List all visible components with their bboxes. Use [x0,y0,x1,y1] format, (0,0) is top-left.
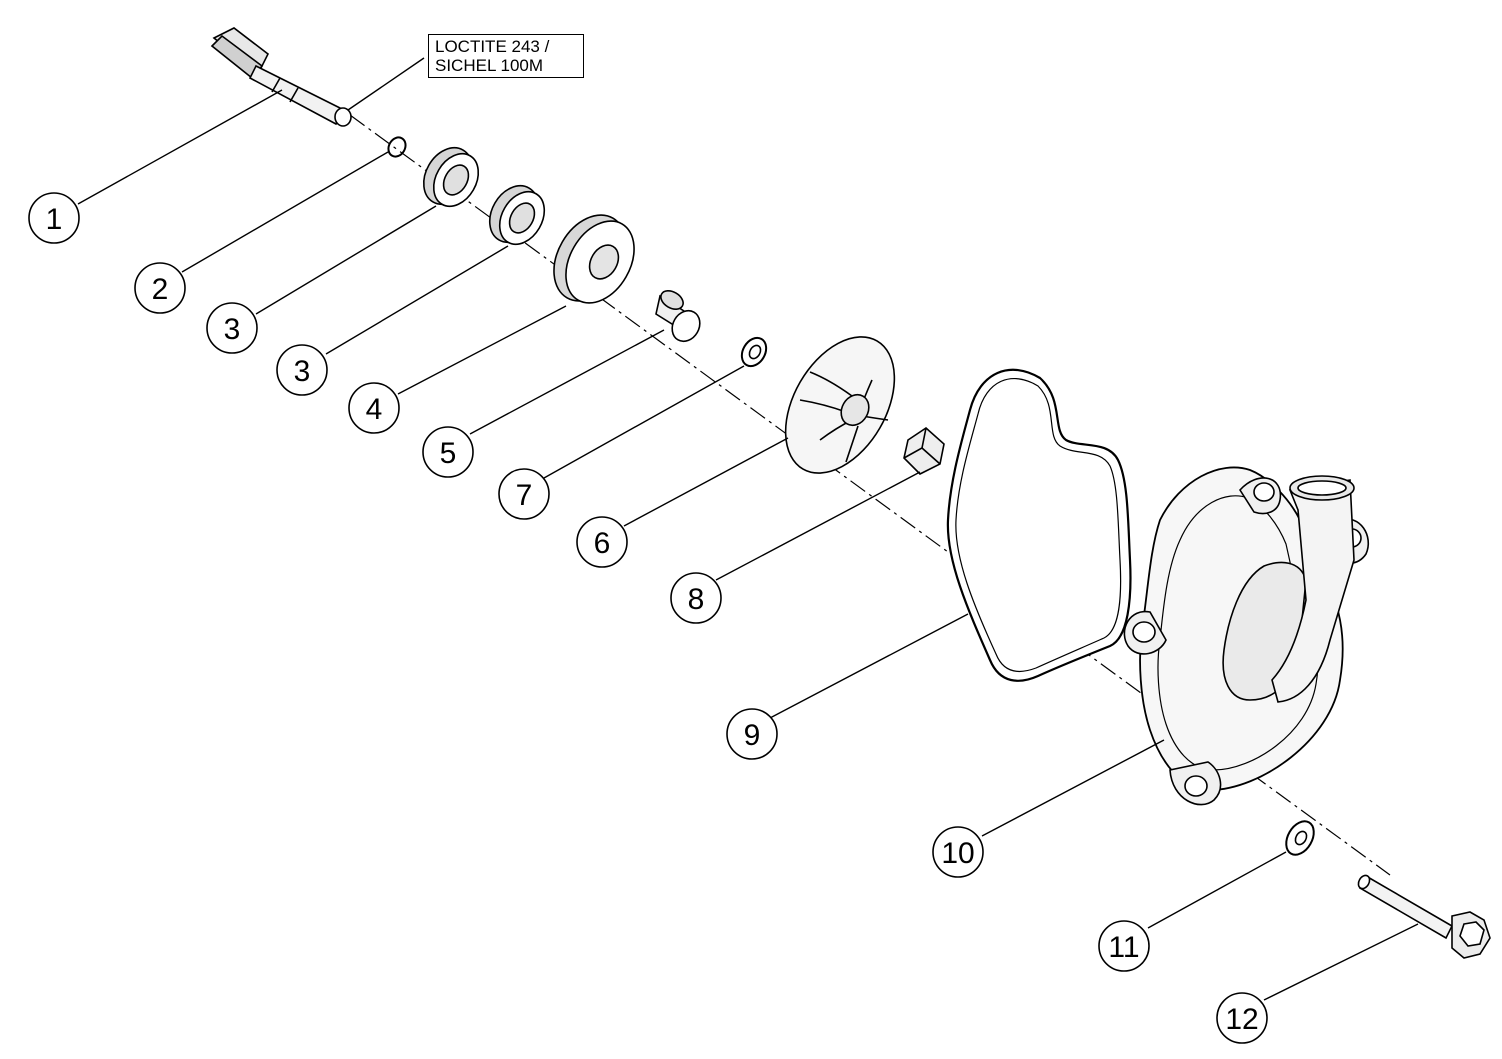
part-cap-nut [903,426,945,475]
svg-text:7: 7 [516,479,533,512]
callout-8: 8 [670,572,722,624]
svg-text:12: 12 [1225,1003,1258,1036]
threadlocker-note-line1: LOCTITE 243 / [435,37,550,56]
svg-text:3: 3 [294,355,311,388]
part-impeller [784,336,896,474]
callout-3a: 3 [206,302,258,354]
part-pump-cover [1123,466,1370,806]
part-gasket [946,368,1132,682]
part-bolt [1357,874,1491,959]
callout-12: 12 [1216,992,1268,1044]
svg-text:2: 2 [152,273,169,306]
part-washer-small [740,336,768,368]
svg-text:6: 6 [594,527,611,560]
callout-2: 2 [134,262,186,314]
svg-text:3: 3 [224,313,241,346]
part-shaft [210,27,352,127]
part-bearing-a [422,146,480,208]
callout-6: 6 [576,516,628,568]
svg-text:1: 1 [46,203,63,236]
callout-5: 5 [422,426,474,478]
svg-text:11: 11 [1108,931,1139,964]
part-bearing-b [488,184,546,246]
svg-text:8: 8 [688,583,705,616]
part-bushing [655,290,701,343]
svg-text:4: 4 [366,393,383,426]
svg-text:5: 5 [440,437,457,470]
part-shaft-seal [553,214,635,304]
threadlocker-note: LOCTITE 243 / SICHEL 100M [428,34,584,78]
part-o-ring [387,136,407,158]
svg-text:9: 9 [744,719,761,752]
callout-7: 7 [498,468,550,520]
assembly-axis [349,114,1391,876]
threadlocker-note-line2: SICHEL 100M [435,56,544,75]
leader-lines [77,57,1419,1001]
callout-10: 10 [932,826,984,878]
part-washer [1285,820,1315,856]
svg-text:10: 10 [941,837,974,870]
callout-11: 11 [1098,920,1150,972]
callout-4: 4 [348,382,400,434]
callout-9: 9 [726,708,778,760]
callouts: 1 2 3 3 4 5 7 6 [28,192,1268,1044]
callout-1: 1 [28,192,80,244]
callout-3b: 3 [276,344,328,396]
